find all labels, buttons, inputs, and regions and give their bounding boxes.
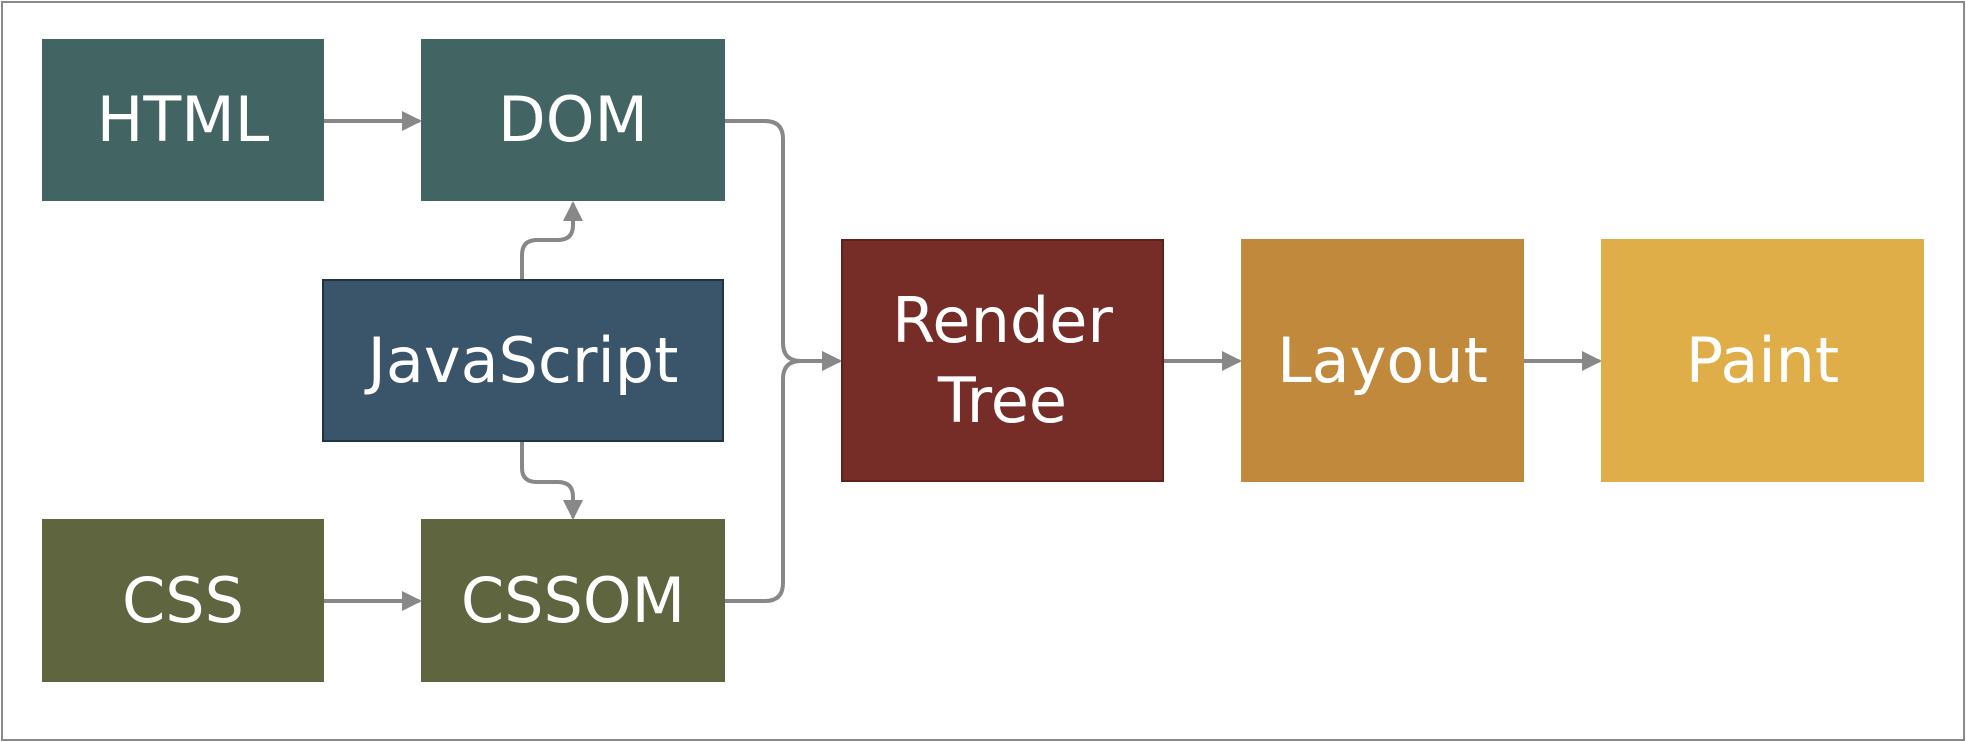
node-javascript-label: JavaScript <box>367 323 679 397</box>
node-render-tree: Render Tree <box>841 239 1164 482</box>
node-paint: Paint <box>1601 239 1924 482</box>
node-html-label: HTML <box>96 83 270 157</box>
node-html: HTML <box>42 39 324 201</box>
node-cssom-label: CSSOM <box>460 563 686 637</box>
node-cssom: CSSOM <box>421 519 725 682</box>
node-dom-label: DOM <box>497 83 649 157</box>
node-dom: DOM <box>421 39 725 201</box>
node-css: CSS <box>42 519 324 682</box>
node-layout-label: Layout <box>1277 323 1488 397</box>
node-paint-label: Paint <box>1685 323 1840 397</box>
node-javascript: JavaScript <box>322 279 724 442</box>
node-layout: Layout <box>1241 239 1524 482</box>
node-css-label: CSS <box>121 563 244 637</box>
node-render-tree-label-line2: Tree <box>937 363 1068 437</box>
node-render-tree-label-line1: Render <box>892 284 1113 358</box>
